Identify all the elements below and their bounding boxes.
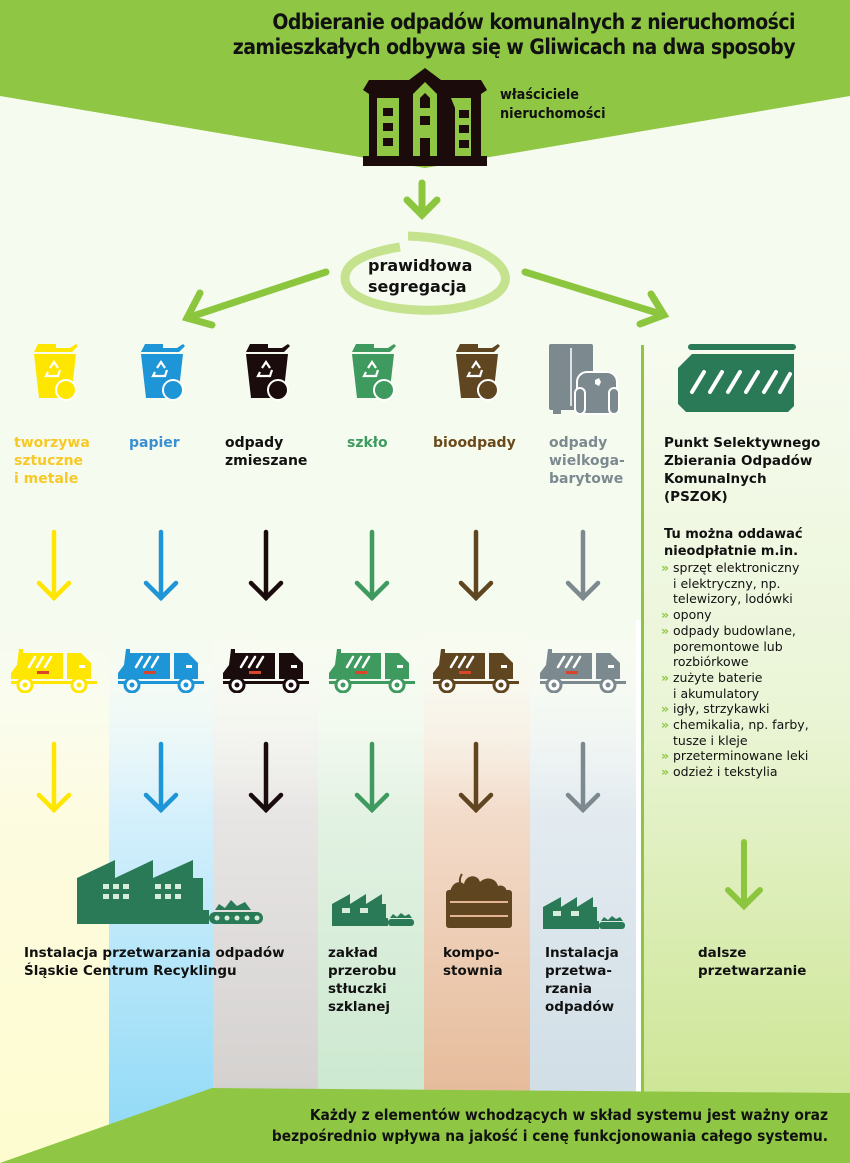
furniture-icon xyxy=(549,344,620,415)
bin-icon-mixed xyxy=(246,344,290,401)
factory-large-icon xyxy=(77,860,263,924)
arrow-down-icon-paper-1 xyxy=(143,529,179,602)
container-icon xyxy=(678,344,796,412)
arrow-down-icon-bulky-2 xyxy=(565,741,601,814)
pszok-destination-label: dalsze przetwarzanie xyxy=(698,945,807,979)
footer-band xyxy=(0,1088,850,1163)
pszok-subtitle: Tu można oddawać nieodpłatnie m.in. xyxy=(664,527,803,559)
bullet-icon: » xyxy=(661,669,670,685)
arrow-down-icon-mixed-2 xyxy=(248,741,284,814)
destination-glass-plant: zakład przerobu stłuczki szklanej xyxy=(328,945,397,1015)
category-label-glass: szkło xyxy=(347,435,388,451)
bin-icon-bio xyxy=(456,344,500,401)
compost-crate-icon xyxy=(446,873,512,928)
bullet-icon: » xyxy=(661,607,670,623)
category-label-paper: papier xyxy=(129,435,180,451)
pszok-list-item: »opony xyxy=(661,607,712,623)
pszok-list-item: »chemikalia, np. farby,tusze i kleje xyxy=(661,717,809,748)
bullet-icon: » xyxy=(661,748,670,764)
arrow-down-icon-plastic-2 xyxy=(36,741,72,814)
garbage-truck-icon-bio xyxy=(433,649,519,693)
arrow-down-icon-bulky-1 xyxy=(565,529,601,602)
column-pszok xyxy=(642,345,850,1163)
arrow-down-icon-paper-2 xyxy=(143,741,179,814)
bullet-icon: » xyxy=(661,622,670,638)
column-glass xyxy=(318,620,424,1163)
category-label-bio: bioodpady xyxy=(433,435,516,451)
arrow-down-icon-bio-1 xyxy=(458,529,494,602)
bin-icon-paper xyxy=(141,344,185,401)
garbage-truck-icon-glass xyxy=(329,649,415,693)
column-mixed xyxy=(213,620,318,1163)
arrow-down-icon-glass-1 xyxy=(354,529,390,602)
bullet-icon: » xyxy=(661,764,670,780)
column-bulky xyxy=(530,620,636,1163)
pszok-divider xyxy=(641,345,644,1163)
pszok-title: Punkt Selektywnego Zbierania Odpadów Kom… xyxy=(664,435,821,505)
arrow-down-icon-plastic-1 xyxy=(36,529,72,602)
garbage-truck-icon-bulky xyxy=(540,649,626,693)
bullet-icon: » xyxy=(661,701,670,717)
destination-composting: kompo- stownia xyxy=(443,945,503,979)
segregation-label: prawidłowa segregacja xyxy=(368,256,473,296)
bullet-icon: » xyxy=(661,717,670,733)
footer-note: Każdy z elementów wchodzących w skład sy… xyxy=(271,1106,828,1145)
owners-label: właściciele nieruchomości xyxy=(500,87,606,122)
arrow-down-icon-bio-2 xyxy=(458,741,494,814)
bin-icon-plastic xyxy=(34,344,78,401)
bin-icon-glass xyxy=(352,344,396,401)
arrow-down-icon-mixed-1 xyxy=(248,529,284,602)
pszok-list-item: »odzież i tekstylia xyxy=(661,764,778,780)
bullet-icon: » xyxy=(661,560,670,575)
pszok-arrow-down-icon xyxy=(725,839,763,911)
garbage-truck-icon-paper xyxy=(118,649,204,693)
pszok-list-item: »przeterminowane leki xyxy=(661,748,809,764)
page-title-line-1: Odbieranie odpadów komunalnych z nieruch… xyxy=(272,10,795,34)
arrow-down-icon-glass-2 xyxy=(354,741,390,814)
destination-recycling-center: Instalacja przetwarzania odpadów Śląskie… xyxy=(24,945,285,979)
destination-bulky-installation: Instalacja przetwa- rzania odpadów xyxy=(545,945,619,1015)
page-title-line-2: zamieszkałych odbywa się w Gliwicach na … xyxy=(232,35,796,59)
garbage-truck-icon-plastic xyxy=(11,649,97,693)
garbage-truck-icon-mixed xyxy=(223,649,309,693)
page-title: Odbieranie odpadów komunalnych z nieruch… xyxy=(111,10,796,60)
pszok-list-item: »igły, strzykawki xyxy=(661,701,770,717)
factory-small-icon-2 xyxy=(543,897,625,929)
factory-small-icon xyxy=(332,894,414,926)
building-icon xyxy=(363,68,487,166)
